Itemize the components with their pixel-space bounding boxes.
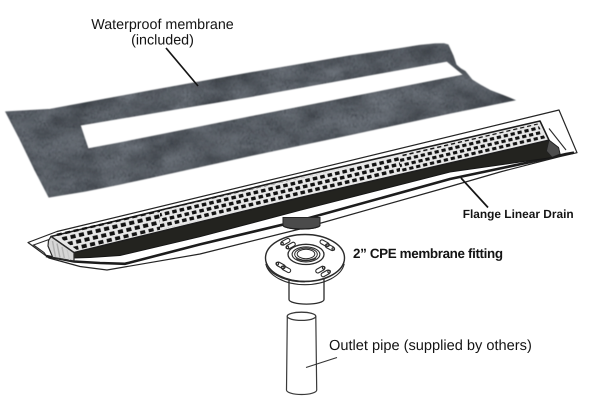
svg-text:Waterproof membrane: Waterproof membrane xyxy=(91,17,234,33)
svg-text:(included): (included) xyxy=(131,33,194,49)
svg-text:Flange Linear Drain: Flange Linear Drain xyxy=(463,207,574,221)
svg-text:2” CPE membrane fitting: 2” CPE membrane fitting xyxy=(353,246,503,261)
svg-text:Outlet pipe (supplied by other: Outlet pipe (supplied by others) xyxy=(329,338,532,354)
